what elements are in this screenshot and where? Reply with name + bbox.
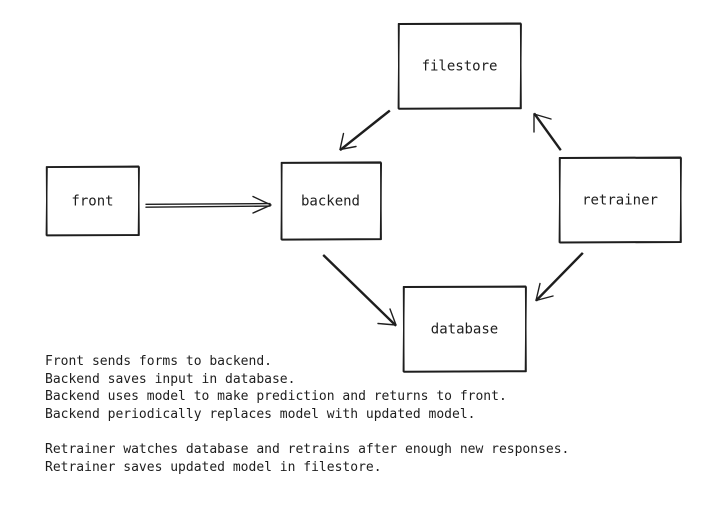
node-backend-box: [280, 161, 382, 241]
note-line: Retrainer watches database and retrains …: [45, 441, 570, 457]
description-text: Front sends forms to backend. Backend sa…: [45, 353, 705, 476]
arrow-retrainer-to-database: [535, 252, 584, 302]
node-database-box: [402, 285, 527, 373]
note-line: Retrainer saves updated model in filesto…: [45, 459, 382, 475]
note-line: Backend periodically replaces model with…: [45, 406, 476, 422]
note-line: Front sends forms to backend.: [45, 354, 272, 369]
node-database-label: database: [431, 322, 498, 338]
arrow-filestore-to-backend: [339, 109, 391, 151]
node-front-box: [45, 165, 140, 237]
arrow-retrainer-to-filestore: [533, 112, 562, 151]
note-line: Backend saves input in database.: [45, 371, 296, 387]
node-filestore-label: filestore: [422, 59, 498, 75]
note-line: Backend uses model to make prediction an…: [45, 389, 507, 405]
arrow-backend-to-database: [322, 254, 397, 327]
node-front-label: front: [71, 194, 113, 210]
node-retrainer-label: retrainer: [582, 193, 658, 209]
node-filestore-box: [397, 22, 522, 110]
paragraph-gap: [45, 423, 705, 441]
arrow-front-to-backend: [145, 195, 272, 214]
node-retrainer-box: [558, 156, 682, 244]
node-backend-label: backend: [301, 194, 360, 210]
